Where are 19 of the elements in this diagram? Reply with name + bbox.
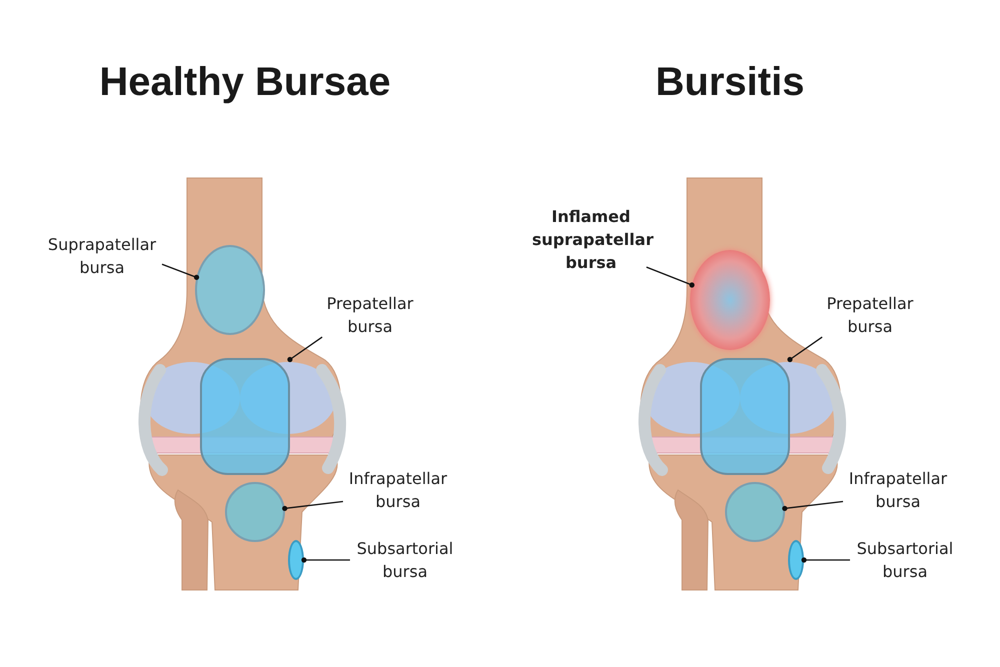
callout-label: Infrapatellar bursa: [343, 467, 453, 513]
leader-line: [301, 557, 350, 563]
callout-label: Infrapatellar bursa: [843, 467, 953, 513]
leader-line: [646, 266, 694, 288]
panel-title: Bursitis: [656, 60, 804, 105]
bursa: [200, 358, 290, 475]
callout-label: Subsartorial bursa: [850, 537, 960, 583]
leader-line: [787, 336, 823, 362]
callout-label: Subsartorial bursa: [350, 537, 460, 583]
leader-line: [801, 557, 850, 563]
panel-title: Healthy Bursae: [99, 60, 391, 105]
callout-label: Suprapatellar bursa: [42, 233, 162, 279]
leader-line: [282, 500, 344, 512]
leader-line: [782, 500, 844, 512]
callout-label: Prepatellar bursa: [818, 292, 922, 338]
bursa: [700, 358, 790, 475]
leader-line: [287, 336, 323, 362]
callout-label: Prepatellar bursa: [318, 292, 422, 338]
leader-line: [162, 264, 200, 280]
